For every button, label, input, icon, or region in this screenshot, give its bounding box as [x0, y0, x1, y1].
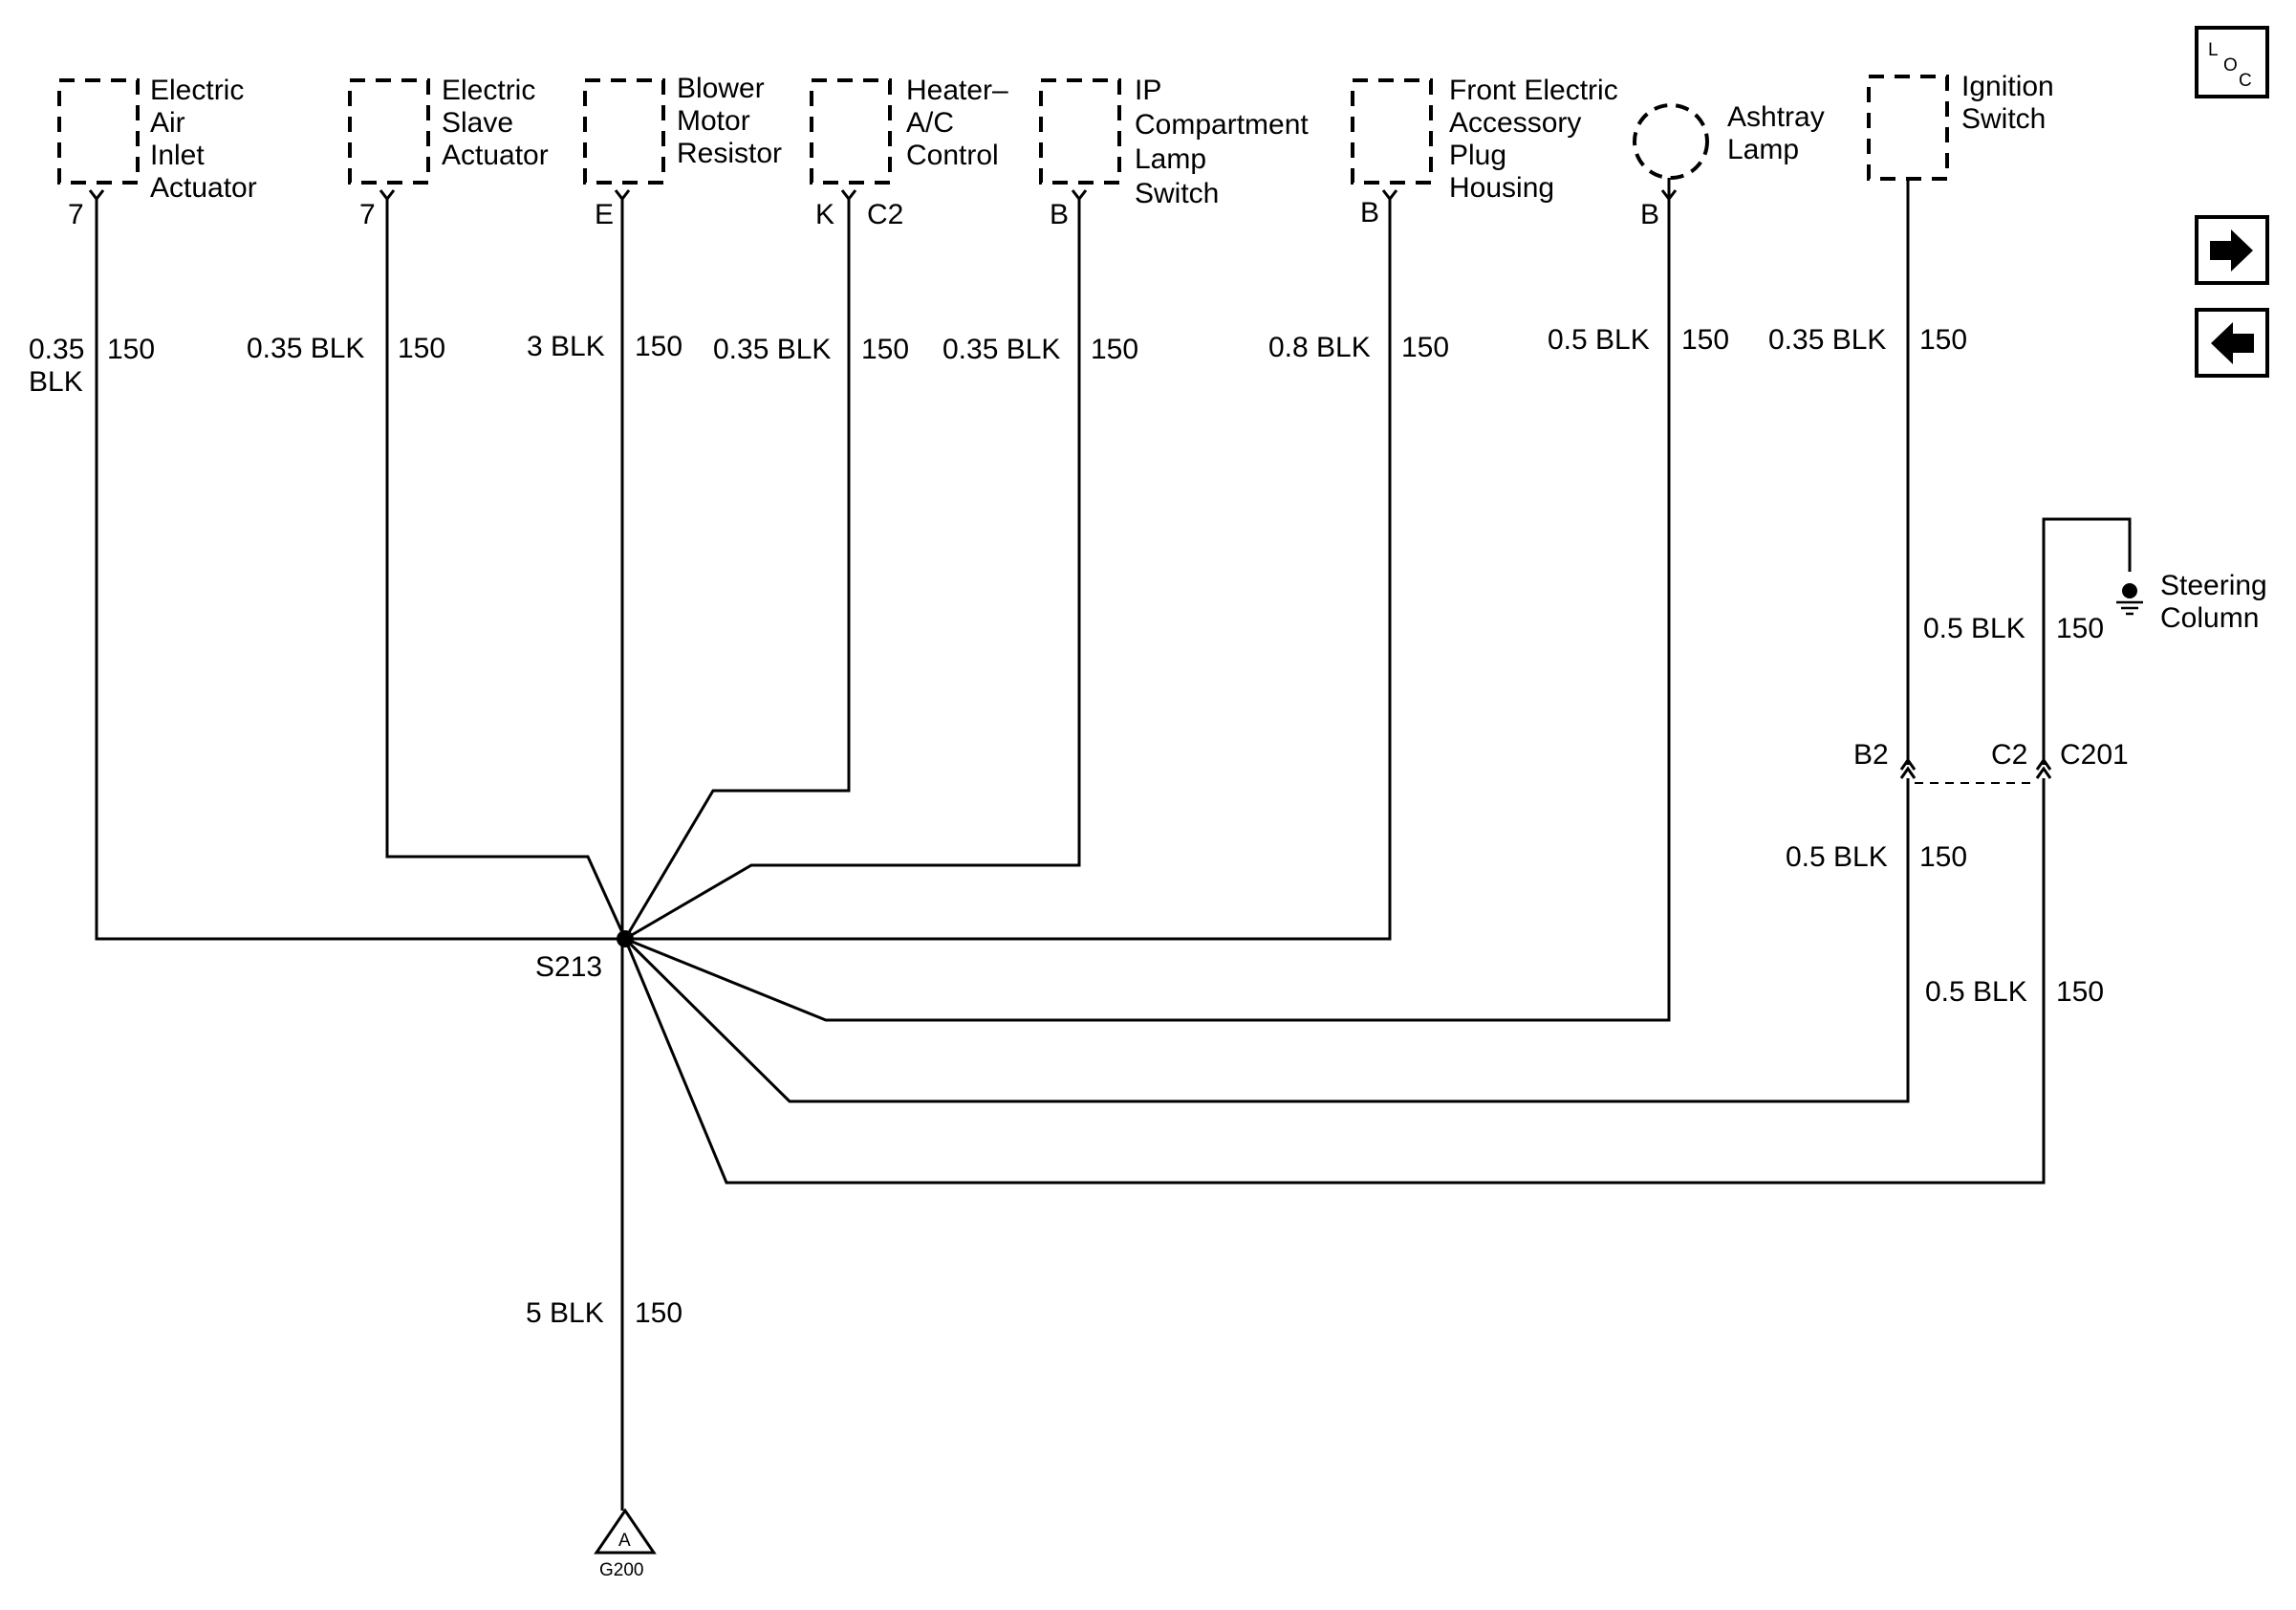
component-box-electric-air-inlet-actuator [57, 78, 140, 185]
wire-circuit-ip-lamp: 150 [1091, 334, 1138, 365]
wire-circuit-steering-upper: 150 [2056, 613, 2104, 644]
component-circle-ashtray-lamp [1633, 103, 1709, 180]
wire-label-ignition: 0.35 BLK [1768, 324, 1886, 356]
ground-g200-letter: A [618, 1531, 631, 1551]
svg-text:Front Electric: Front Electric [1449, 75, 1618, 106]
connector-label-c2-heater: C2 [867, 199, 903, 230]
svg-text:Control: Control [906, 140, 999, 171]
wire-circuit-ignition-lower: 150 [1919, 841, 1967, 873]
svg-text:Switch: Switch [1961, 103, 2046, 135]
wire-circuit-blower: 150 [635, 331, 682, 362]
svg-text:IP: IP [1135, 75, 1161, 106]
svg-text:Plug: Plug [1449, 140, 1506, 171]
svg-text:Ignition: Ignition [1961, 71, 2054, 102]
steering-column-ground-icon [2116, 583, 2143, 616]
wire-circuit-slave: 150 [398, 333, 445, 364]
wire-label-slave: 0.35 BLK [247, 333, 364, 364]
wire-label-steering-lower: 0.5 BLK [1925, 976, 2027, 1008]
svg-text:Heater–: Heater– [906, 75, 1008, 106]
wire-label-ip-lamp: 0.35 BLK [942, 334, 1060, 365]
svg-text:Accessory: Accessory [1449, 107, 1581, 139]
svg-text:Column: Column [2160, 602, 2259, 634]
svg-text:Housing: Housing [1449, 172, 1554, 204]
component-label-electric-air-inlet-actuator: Electric Air Inlet Actuator [150, 75, 257, 204]
svg-text:Slave: Slave [442, 107, 513, 139]
connector-c201 [1899, 757, 2052, 784]
svg-text:Electric: Electric [150, 75, 244, 106]
pin-label-k-heater: K [815, 199, 834, 230]
c201-pin-c2: C2 [1991, 739, 2027, 771]
next-page-button[interactable] [2195, 215, 2269, 285]
pin-label-e-blower: E [595, 199, 614, 230]
component-label-ignition-switch: Ignition Switch [1961, 71, 2054, 135]
svg-text:Switch: Switch [1135, 178, 1219, 209]
svg-text:Resistor: Resistor [677, 138, 782, 169]
svg-text:Inlet: Inlet [150, 140, 205, 171]
component-box-electric-slave-actuator [348, 78, 430, 185]
svg-text:Lamp: Lamp [1135, 143, 1206, 175]
component-label-front-electric-accessory-plug-housing: Front Electric Accessory Plug Housing [1449, 75, 1618, 204]
svg-text:Ashtray: Ashtray [1727, 101, 1825, 133]
wire-label-air-inlet-color: BLK [29, 366, 83, 398]
wire-label-ground: 5 BLK [526, 1297, 604, 1329]
svg-text:Steering: Steering [2160, 570, 2267, 601]
wire-circuit-air-inlet: 150 [107, 334, 155, 365]
svg-text:Actuator: Actuator [150, 172, 257, 204]
pin-label-b-ip-lamp: B [1050, 199, 1069, 230]
c201-pin-b2: B2 [1853, 739, 1889, 771]
ground-g200-icon [594, 1508, 657, 1555]
wire-label-air-inlet-gauge: 0.35 [29, 334, 84, 365]
ground-g200-name: G200 [599, 1560, 643, 1580]
component-box-heater-ac-control [810, 78, 892, 185]
component-label-heater-ac-control: Heater– A/C Control [906, 75, 1008, 171]
component-label-ashtray-lamp: Ashtray Lamp [1727, 101, 1825, 165]
svg-text:A/C: A/C [906, 107, 954, 139]
svg-text:Actuator: Actuator [442, 140, 549, 171]
component-label-ip-compartment-lamp-switch: IP Compartment Lamp Switch [1135, 75, 1309, 209]
wire-label-heater: 0.35 BLK [713, 334, 831, 365]
pin-label-7-air-inlet: 7 [68, 199, 84, 230]
component-box-ignition-switch [1867, 75, 1949, 181]
pin-label-b-accessory: B [1360, 197, 1379, 228]
arrow-right-icon [2210, 229, 2253, 272]
component-label-electric-slave-actuator: Electric Slave Actuator [442, 75, 549, 171]
wire-label-ashtray: 0.5 BLK [1548, 324, 1650, 356]
wire-label-steering-upper: 0.5 BLK [1923, 613, 2025, 644]
loc-letter-o: O [2223, 55, 2238, 76]
component-box-front-electric-accessory-plug-housing [1351, 78, 1433, 185]
wire-label-blower: 3 BLK [527, 331, 605, 362]
loc-letter-c: C [2239, 71, 2252, 91]
wire-circuit-ignition: 150 [1919, 324, 1967, 356]
wires [95, 178, 2132, 1511]
svg-text:Compartment: Compartment [1135, 109, 1309, 141]
svg-text:Blower: Blower [677, 73, 765, 104]
ground-label-steering-column: Steering Column [2160, 570, 2267, 634]
wire-circuit-accessory: 150 [1401, 332, 1449, 363]
location-button[interactable]: L O C [2195, 26, 2269, 98]
splice-s213-dot [617, 930, 634, 947]
c201-name: C201 [2060, 739, 2129, 771]
splice-s213-label: S213 [535, 951, 602, 983]
component-box-blower-motor-resistor [583, 78, 665, 185]
wire-label-ignition-lower: 0.5 BLK [1786, 841, 1888, 873]
wire-circuit-ashtray: 150 [1681, 324, 1729, 356]
wire-label-accessory: 0.8 BLK [1268, 332, 1371, 363]
wire-circuit-steering-lower: 150 [2056, 976, 2104, 1008]
loc-letter-l: L [2208, 40, 2219, 60]
component-box-ip-compartment-lamp-switch [1039, 78, 1121, 185]
pin-label-7-slave: 7 [359, 199, 376, 230]
svg-text:Motor: Motor [677, 105, 750, 137]
svg-text:Electric: Electric [442, 75, 535, 106]
previous-page-button[interactable] [2195, 308, 2269, 378]
arrow-left-icon [2211, 322, 2254, 364]
svg-text:Air: Air [150, 107, 185, 139]
pin-label-b-ashtray: B [1640, 199, 1659, 230]
svg-text:Lamp: Lamp [1727, 134, 1799, 165]
pin-terminals [88, 189, 1678, 202]
wire-circuit-ground: 150 [635, 1297, 682, 1329]
wire-circuit-heater: 150 [861, 334, 909, 365]
component-label-blower-motor-resistor: Blower Motor Resistor [677, 73, 782, 169]
